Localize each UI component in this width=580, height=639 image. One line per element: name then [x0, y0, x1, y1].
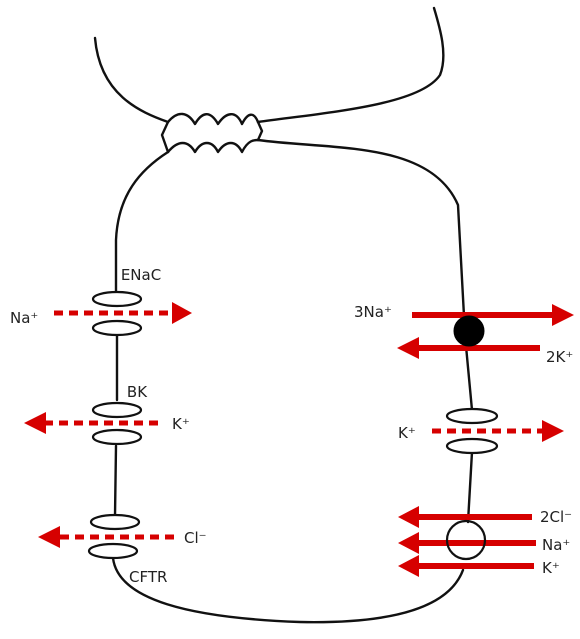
neighbor-cell-membrane	[93, 36, 170, 124]
cftr-cl-arrowhead	[38, 526, 60, 548]
bk-channel-top	[91, 401, 143, 419]
cftr-channel-top	[89, 513, 141, 531]
neighbor-cell-membrane-right	[256, 6, 445, 124]
apical-membrane	[114, 150, 170, 294]
cotransport-cl-label: 2Cl⁻	[540, 508, 572, 526]
bk-label: BK	[127, 383, 148, 401]
cotransport-na-arrowhead	[398, 532, 419, 554]
bk-k-arrowhead	[24, 412, 46, 434]
bk-channel-bottom	[91, 428, 143, 446]
cftr-channel-bottom	[87, 542, 139, 560]
basolateral-k-label: K⁺	[398, 424, 416, 442]
na-k-pump	[453, 315, 485, 347]
basolateral-membrane-mid	[464, 344, 474, 412]
cotransport-cl-arrowhead	[398, 506, 419, 528]
basolateral-k-arrowhead	[542, 420, 564, 442]
pump-na-arrowhead	[552, 304, 574, 326]
cftr-label: CFTR	[129, 568, 167, 586]
nkcc-cotransporter	[445, 519, 487, 561]
basolateral-k-channel-top	[445, 407, 499, 425]
basolateral-membrane	[256, 138, 466, 318]
basolateral-k-channel-bottom	[445, 437, 499, 455]
tight-junction	[160, 112, 264, 154]
enac-channel-bottom	[91, 319, 143, 337]
basal-membrane	[111, 556, 465, 624]
enac-na-arrowhead	[172, 302, 192, 324]
basolateral-membrane-lower	[466, 450, 474, 524]
cftr-cl-label: Cl⁻	[184, 529, 207, 547]
pump-k-label: 2K⁺	[546, 348, 573, 366]
enac-channel-top	[91, 290, 143, 308]
cotransport-k-label: K⁺	[542, 559, 560, 577]
enac-na-label: Na⁺	[10, 309, 38, 327]
bk-k-label: K⁺	[172, 415, 190, 433]
pump-na-label: 3Na⁺	[354, 303, 392, 321]
enac-label: ENaC	[121, 266, 161, 284]
pump-k-arrowhead	[397, 337, 419, 359]
apical-membrane-lower	[113, 444, 118, 518]
cotransport-na-label: Na⁺	[542, 536, 570, 554]
cotransport-k-arrowhead	[398, 555, 419, 577]
